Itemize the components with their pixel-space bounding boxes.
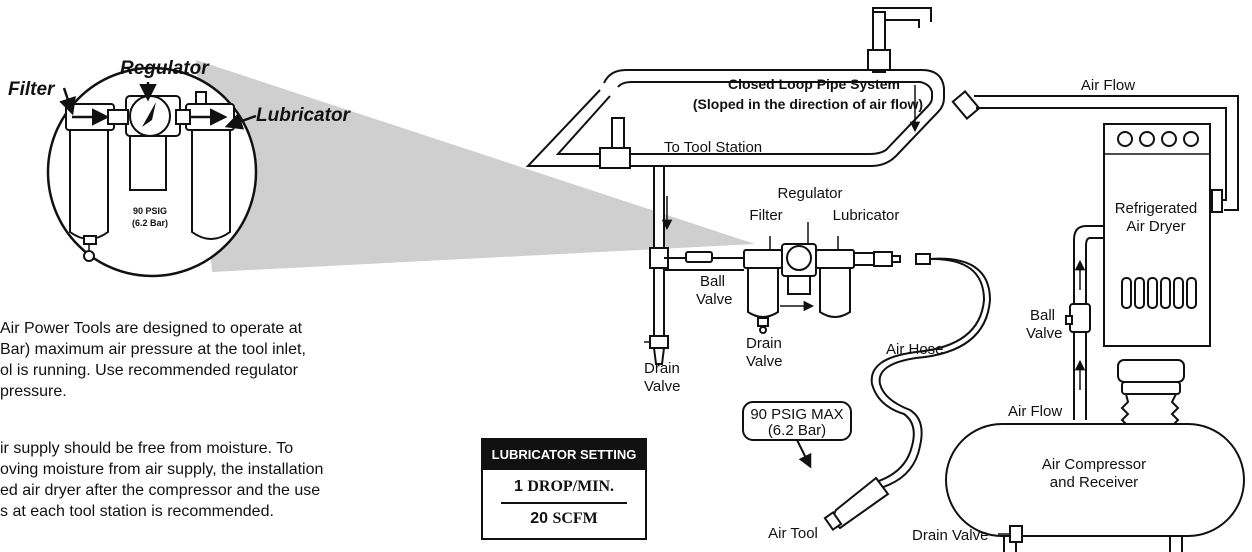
closed-loop-subtitle: (Sloped in the direction of air flow)	[693, 96, 923, 112]
air-flow-bottom-label: Air Flow	[1008, 403, 1062, 420]
to-tool-station-label: To Tool Station	[664, 139, 762, 156]
psig-max-label-2: (6.2 Bar)	[768, 422, 826, 439]
instruction-paragraph-2: ir supply should be free from moisture. …	[0, 438, 404, 522]
callout-lubricator-label: Lubricator	[256, 105, 352, 126]
closed-loop-title: Closed Loop Pipe System	[728, 76, 900, 92]
lubricator-setting-box: LUBRICATOR SETTING 1 DROP/MIN. 20 SCFM	[481, 438, 647, 540]
p1-line-4: pressure.	[0, 383, 67, 400]
drops-number: 1	[513, 478, 523, 495]
gauge-psig-label: 90 PSIG	[133, 206, 167, 216]
p2-line-2: oving moisture from air supply, the inst…	[0, 461, 324, 478]
drops-unit: DROP/MIN.	[527, 478, 614, 495]
scfm-number: 20	[530, 510, 548, 527]
p1-line-1: Air Power Tools are designed to operate …	[0, 320, 303, 337]
dryer-label-1: Refrigerated	[1115, 200, 1198, 217]
lubricator-setting-header: LUBRICATOR SETTING	[483, 440, 645, 470]
p1-line-2: Bar) maximum air pressure at the tool in…	[0, 341, 306, 358]
dryer-label-2: Air Dryer	[1126, 218, 1185, 235]
psig-max-label-1: 90 PSIG MAX	[750, 406, 843, 423]
callout-filter-label: Filter	[8, 79, 56, 100]
closed-loop-pipe	[525, 7, 981, 167]
air-hose	[823, 253, 992, 531]
drain-valve-left-label-2: Valve	[644, 378, 680, 395]
compressor-label-2: and Receiver	[1050, 474, 1138, 491]
ball-valve-left-label-1: Ball	[700, 273, 725, 290]
air-flow-top-label: Air Flow	[1081, 77, 1135, 94]
p2-line-3: ed air dryer after the compressor and th…	[0, 482, 321, 499]
p1-line-3: ol is running. Use recommended regulator	[0, 362, 298, 379]
magnifier-cone	[196, 60, 755, 272]
scfm-row: 20 SCFM	[483, 510, 645, 528]
compressor-riser	[1065, 225, 1104, 420]
instruction-paragraph-1: Air Power Tools are designed to operate …	[0, 318, 404, 402]
lubricator-label: Lubricator	[833, 207, 900, 224]
drain-valve-left-label-1: Drain	[644, 360, 680, 377]
refrigerated-air-dryer	[1103, 123, 1211, 347]
drain-valve-bottom-label: Drain Valve	[912, 527, 988, 544]
air-hose-label: Air Hose	[886, 341, 944, 358]
drops-per-minute-row: 1 DROP/MIN.	[483, 478, 645, 496]
gauge-bar-label: (6.2 Bar)	[132, 218, 168, 228]
p2-line-1: ir supply should be free from moisture. …	[0, 440, 294, 457]
compressor-label-1: Air Compressor	[1042, 456, 1146, 473]
ball-valve-right-label-1: Ball	[1030, 307, 1055, 324]
regulator-label: Regulator	[777, 185, 842, 202]
tool-station-drop	[599, 117, 744, 365]
air-tool-label: Air Tool	[768, 525, 818, 542]
filter-label: Filter	[749, 207, 782, 224]
air-compressor-receiver	[945, 359, 1245, 552]
frl-unit	[743, 222, 901, 334]
scfm-unit: SCFM	[552, 510, 598, 527]
drain-valve-mid-label-1: Drain	[746, 335, 782, 352]
ball-valve-right-label-2: Valve	[1026, 325, 1062, 342]
drain-valve-mid-label-2: Valve	[746, 353, 782, 370]
lubricator-divider	[501, 502, 627, 504]
p2-line-4: s at each tool station is recommended.	[0, 503, 274, 520]
callout-regulator-label: Regulator	[120, 58, 210, 79]
ball-valve-left-label-2: Valve	[696, 291, 732, 308]
frl-detail: 90 PSIG (6.2 Bar)	[65, 91, 235, 262]
